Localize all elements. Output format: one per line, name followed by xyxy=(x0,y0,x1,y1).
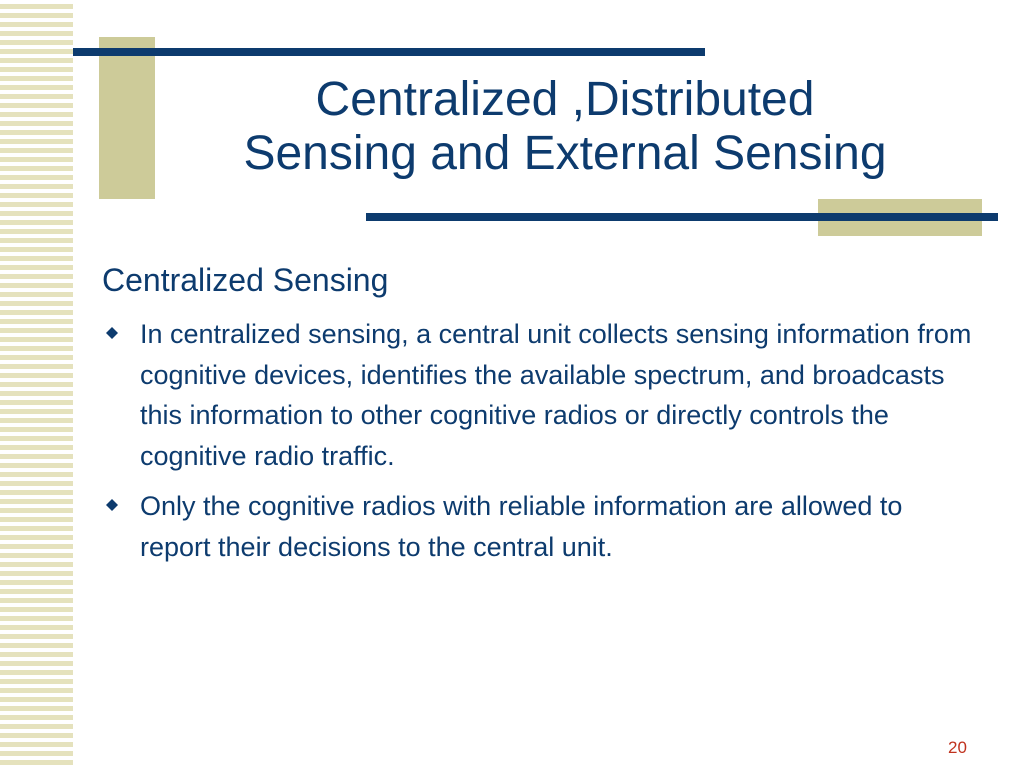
diamond-bullet-icon xyxy=(106,499,118,511)
bullet-item: Only the cognitive radios with reliable … xyxy=(102,486,972,567)
slide-title-line-1: Centralized ,Distributed xyxy=(315,73,815,126)
bullet-text: Only the cognitive radios with reliable … xyxy=(140,491,903,562)
top-accent-line xyxy=(73,48,705,56)
left-stripe-decoration xyxy=(0,0,73,768)
page-number: 20 xyxy=(948,738,967,757)
top-accent-block xyxy=(99,37,155,199)
slide-title-line-2: Sensing and External Sensing xyxy=(243,127,887,180)
bottom-accent-line xyxy=(366,213,998,221)
bullet-text: In centralized sensing, a central unit c… xyxy=(140,319,972,471)
section-heading: Centralized Sensing xyxy=(102,262,389,298)
slide-title: Centralized ,Distributed Sensing and Ext… xyxy=(150,73,980,181)
bullet-item: In centralized sensing, a central unit c… xyxy=(102,314,972,476)
bullet-list: In centralized sensing, a central unit c… xyxy=(102,314,972,577)
diamond-bullet-icon xyxy=(106,327,118,339)
